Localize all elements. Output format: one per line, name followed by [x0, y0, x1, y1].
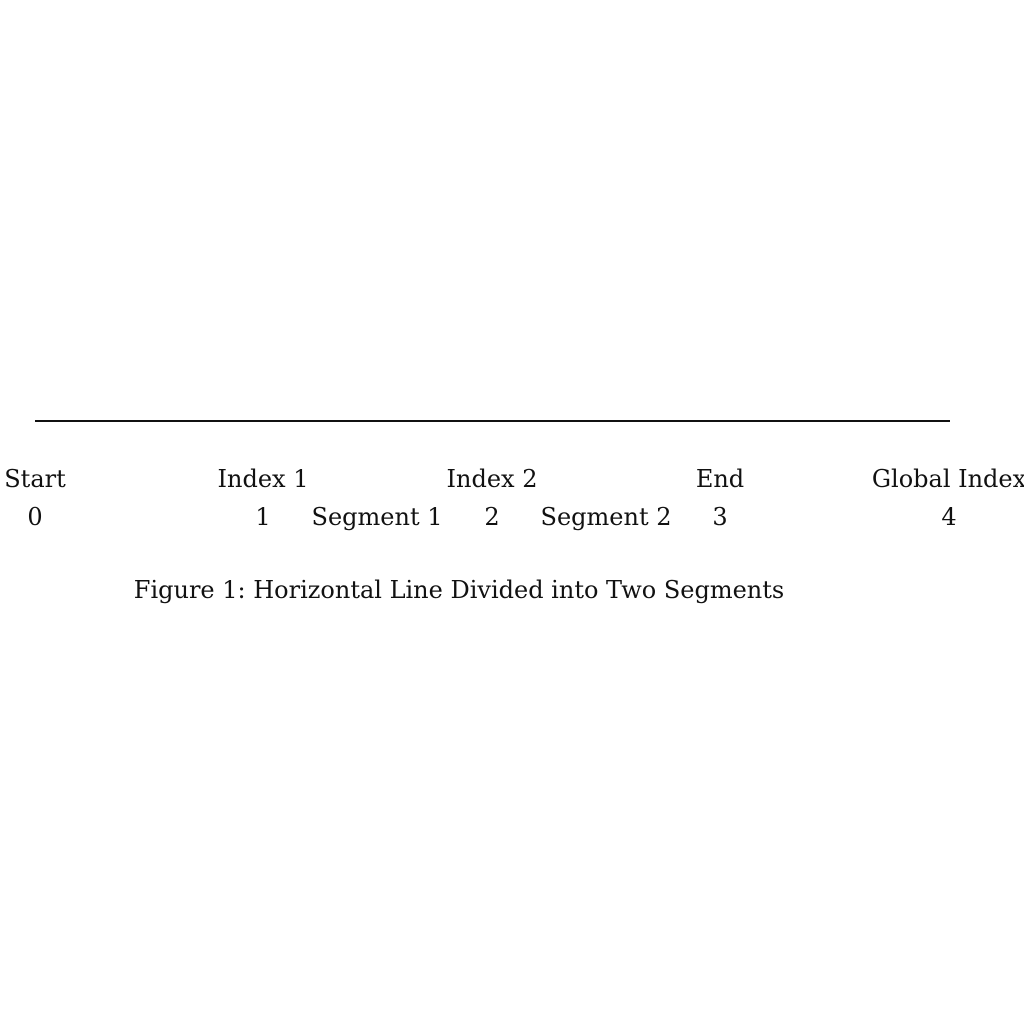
segment-label-2: Segment 2	[540, 503, 672, 531]
index-value-3: 3	[712, 503, 728, 531]
point-label-end: End	[695, 465, 745, 493]
figure-caption: Figure 1: Horizontal Line Divided into T…	[133, 576, 785, 604]
index-value-0: 0	[27, 503, 43, 531]
point-label-index-1: Index 1	[217, 465, 309, 493]
horizontal-line	[35, 420, 950, 422]
point-label-index-2: Index 2	[446, 465, 538, 493]
index-value-2: 2	[484, 503, 500, 531]
point-label-start: Start	[4, 465, 66, 493]
index-value-4: 4	[941, 503, 957, 531]
index-value-1: 1	[255, 503, 271, 531]
segment-label-1: Segment 1	[311, 503, 443, 531]
point-label-global-index: Global Index	[871, 465, 1024, 493]
